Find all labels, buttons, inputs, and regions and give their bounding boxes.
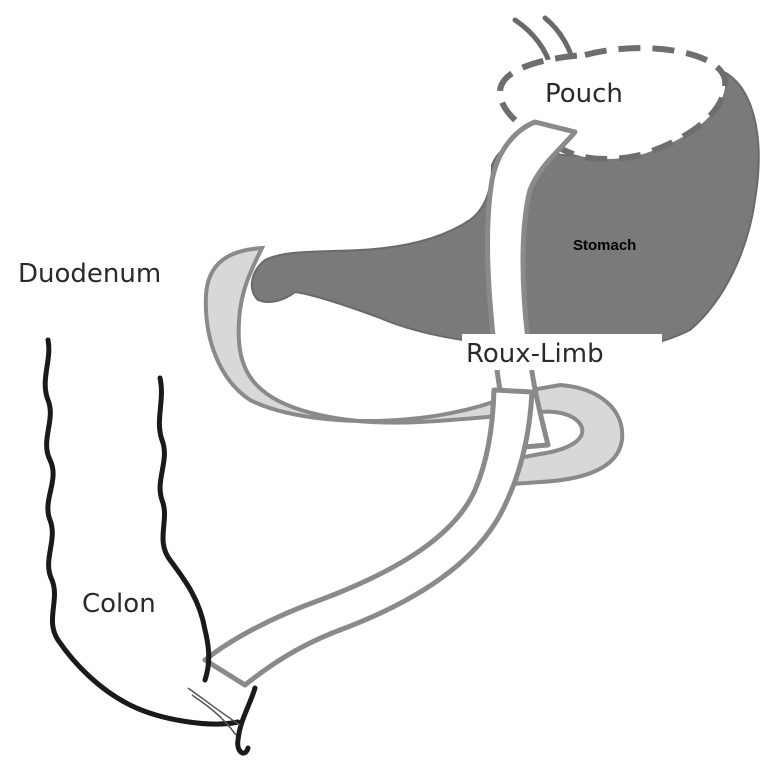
- label-pouch: Pouch: [545, 79, 623, 109]
- appendix-line-2: [192, 695, 236, 735]
- appendix: [188, 688, 240, 735]
- colon-right-wall: [159, 378, 208, 680]
- label-stomach: Stomach: [573, 237, 636, 254]
- colon-hook: [238, 688, 255, 753]
- label-colon: Colon: [82, 589, 156, 619]
- common-channel: [205, 390, 532, 685]
- label-roux-limb: Roux-Limb: [466, 339, 604, 369]
- colon: [45, 340, 255, 753]
- label-duodenum: Duodenum: [18, 259, 161, 289]
- appendix-line-1: [188, 688, 240, 725]
